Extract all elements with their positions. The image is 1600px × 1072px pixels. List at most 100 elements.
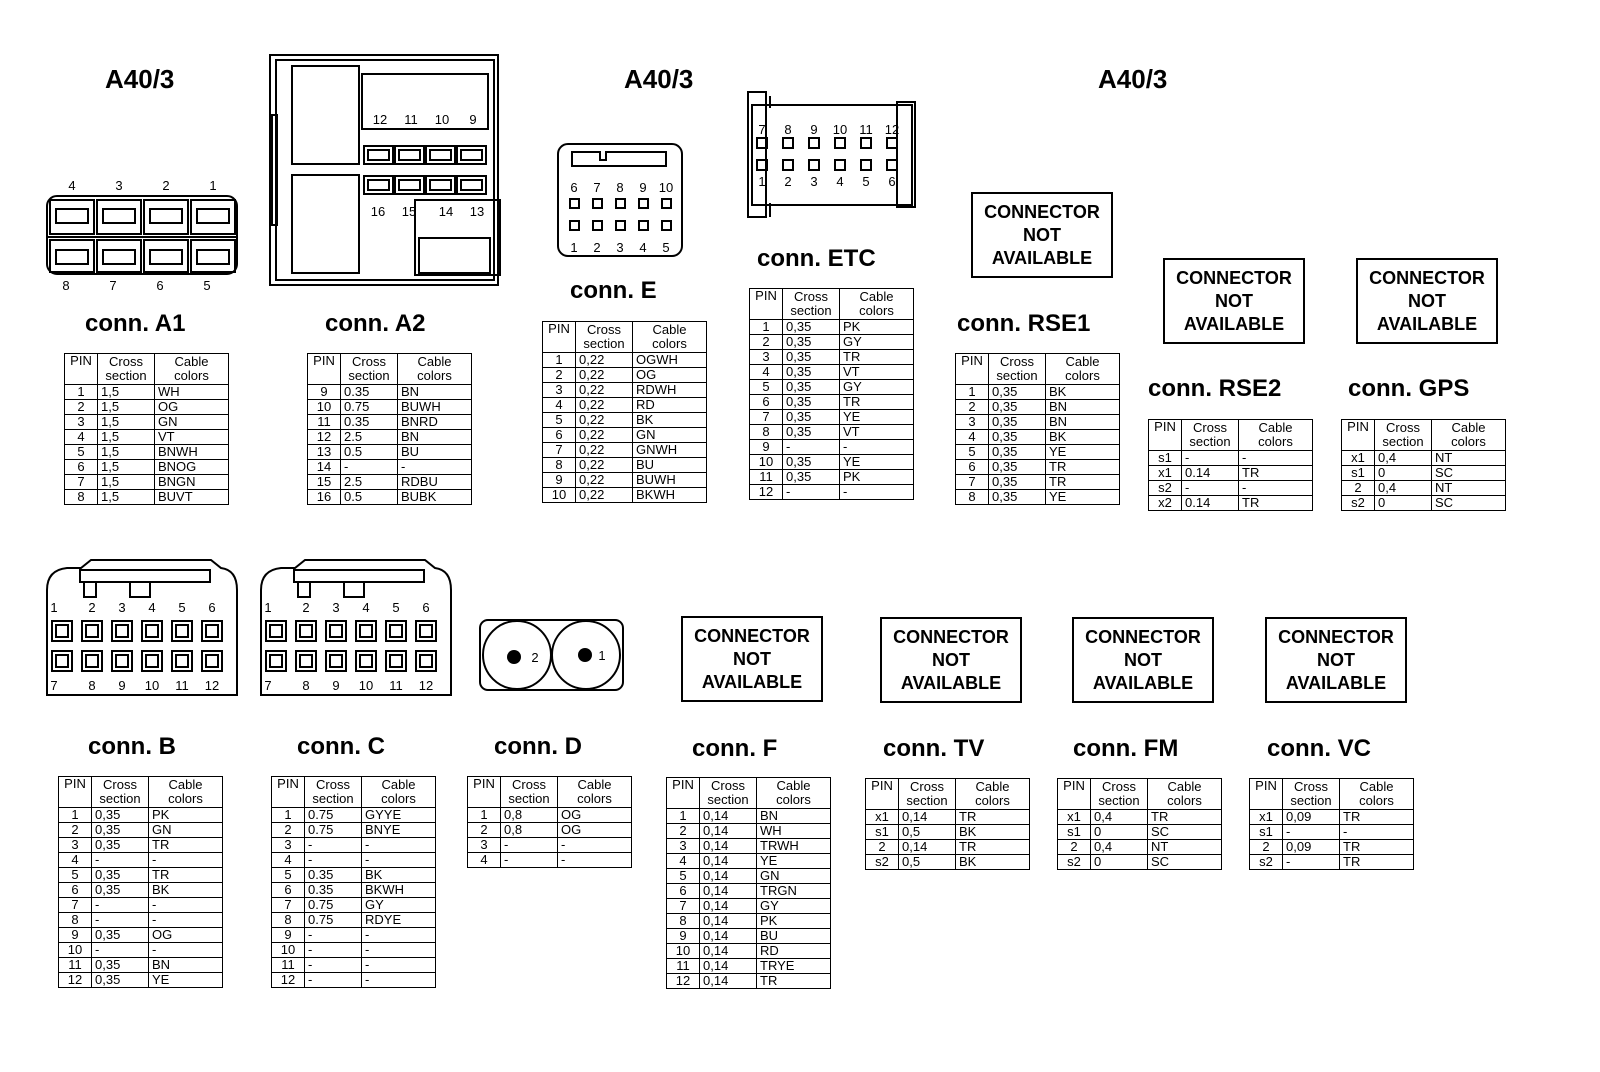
pin-number: 3 (118, 600, 125, 615)
pin-cavity (141, 650, 163, 672)
pin-cavity (299, 654, 313, 668)
pin-cavity (325, 620, 347, 642)
pin-number: 6 (888, 174, 895, 189)
pin-cavity (460, 179, 483, 191)
connector-title-vc: conn. VC (1267, 735, 1372, 762)
pin-cavity (638, 198, 649, 209)
pin-cavity (756, 159, 768, 171)
pin-number: 5 (862, 174, 869, 189)
pin-number: 7 (593, 180, 600, 195)
pin-number: 2 (162, 178, 169, 193)
pin-number: 9 (469, 112, 476, 127)
table-row: 4-- (271, 852, 436, 868)
pin-cavity (808, 159, 820, 171)
pin-number: 1 (758, 174, 765, 189)
table-row: 12-- (749, 484, 914, 500)
pin-number: 4 (68, 178, 75, 193)
pin-cavity (141, 620, 163, 642)
pin-cavity (363, 175, 394, 195)
pin-number: 14 (439, 204, 453, 219)
pin-cavity (460, 149, 483, 161)
table-row: s2-- (1148, 480, 1313, 496)
table-row: 3-- (271, 837, 436, 853)
pin-cavity (860, 137, 872, 149)
connector-title-rse1: conn. RSE1 (957, 310, 1091, 337)
pin-cavity (592, 220, 603, 231)
pin-cavity (782, 137, 794, 149)
pin-number: 10 (435, 112, 449, 127)
pin-number: 5 (392, 600, 399, 615)
pin-number: 11 (859, 122, 873, 137)
pin-cavity (615, 198, 626, 209)
connector-title-tv: conn. TV (883, 735, 985, 762)
pin-cavity (367, 179, 390, 191)
pin-number: 1 (209, 178, 216, 193)
pin-cavity (111, 650, 133, 672)
pin-cavity (51, 650, 73, 672)
pin-cavity (111, 620, 133, 642)
pin-cavity (355, 650, 377, 672)
pin-cavity (145, 624, 159, 638)
connector-etc-drawing (747, 91, 916, 218)
pin-cavity (394, 175, 425, 195)
table-row: 14-- (307, 459, 472, 475)
connector-b-drawing (46, 559, 238, 696)
section-header: A40/3 (105, 64, 175, 94)
pin-number: 7 (758, 122, 765, 137)
pin-number: 1 (264, 600, 271, 615)
pin-cavity (419, 624, 433, 638)
pin-cavity (55, 208, 89, 224)
pin-number: 3 (616, 240, 623, 255)
pin-cavity (49, 199, 95, 235)
pin-number: 8 (616, 180, 623, 195)
pin-cavity (385, 650, 407, 672)
pin-number: 1 (50, 600, 57, 615)
pin-cavity (171, 650, 193, 672)
pin-number: 6 (156, 278, 163, 293)
table-row: 4-- (467, 852, 632, 868)
pin-number: 9 (810, 122, 817, 137)
pin-number: 5 (203, 278, 210, 293)
pin-cavity (55, 249, 89, 265)
pin-number: 9 (332, 678, 339, 693)
pin-cavity (205, 654, 219, 668)
pin-cavity (269, 654, 283, 668)
